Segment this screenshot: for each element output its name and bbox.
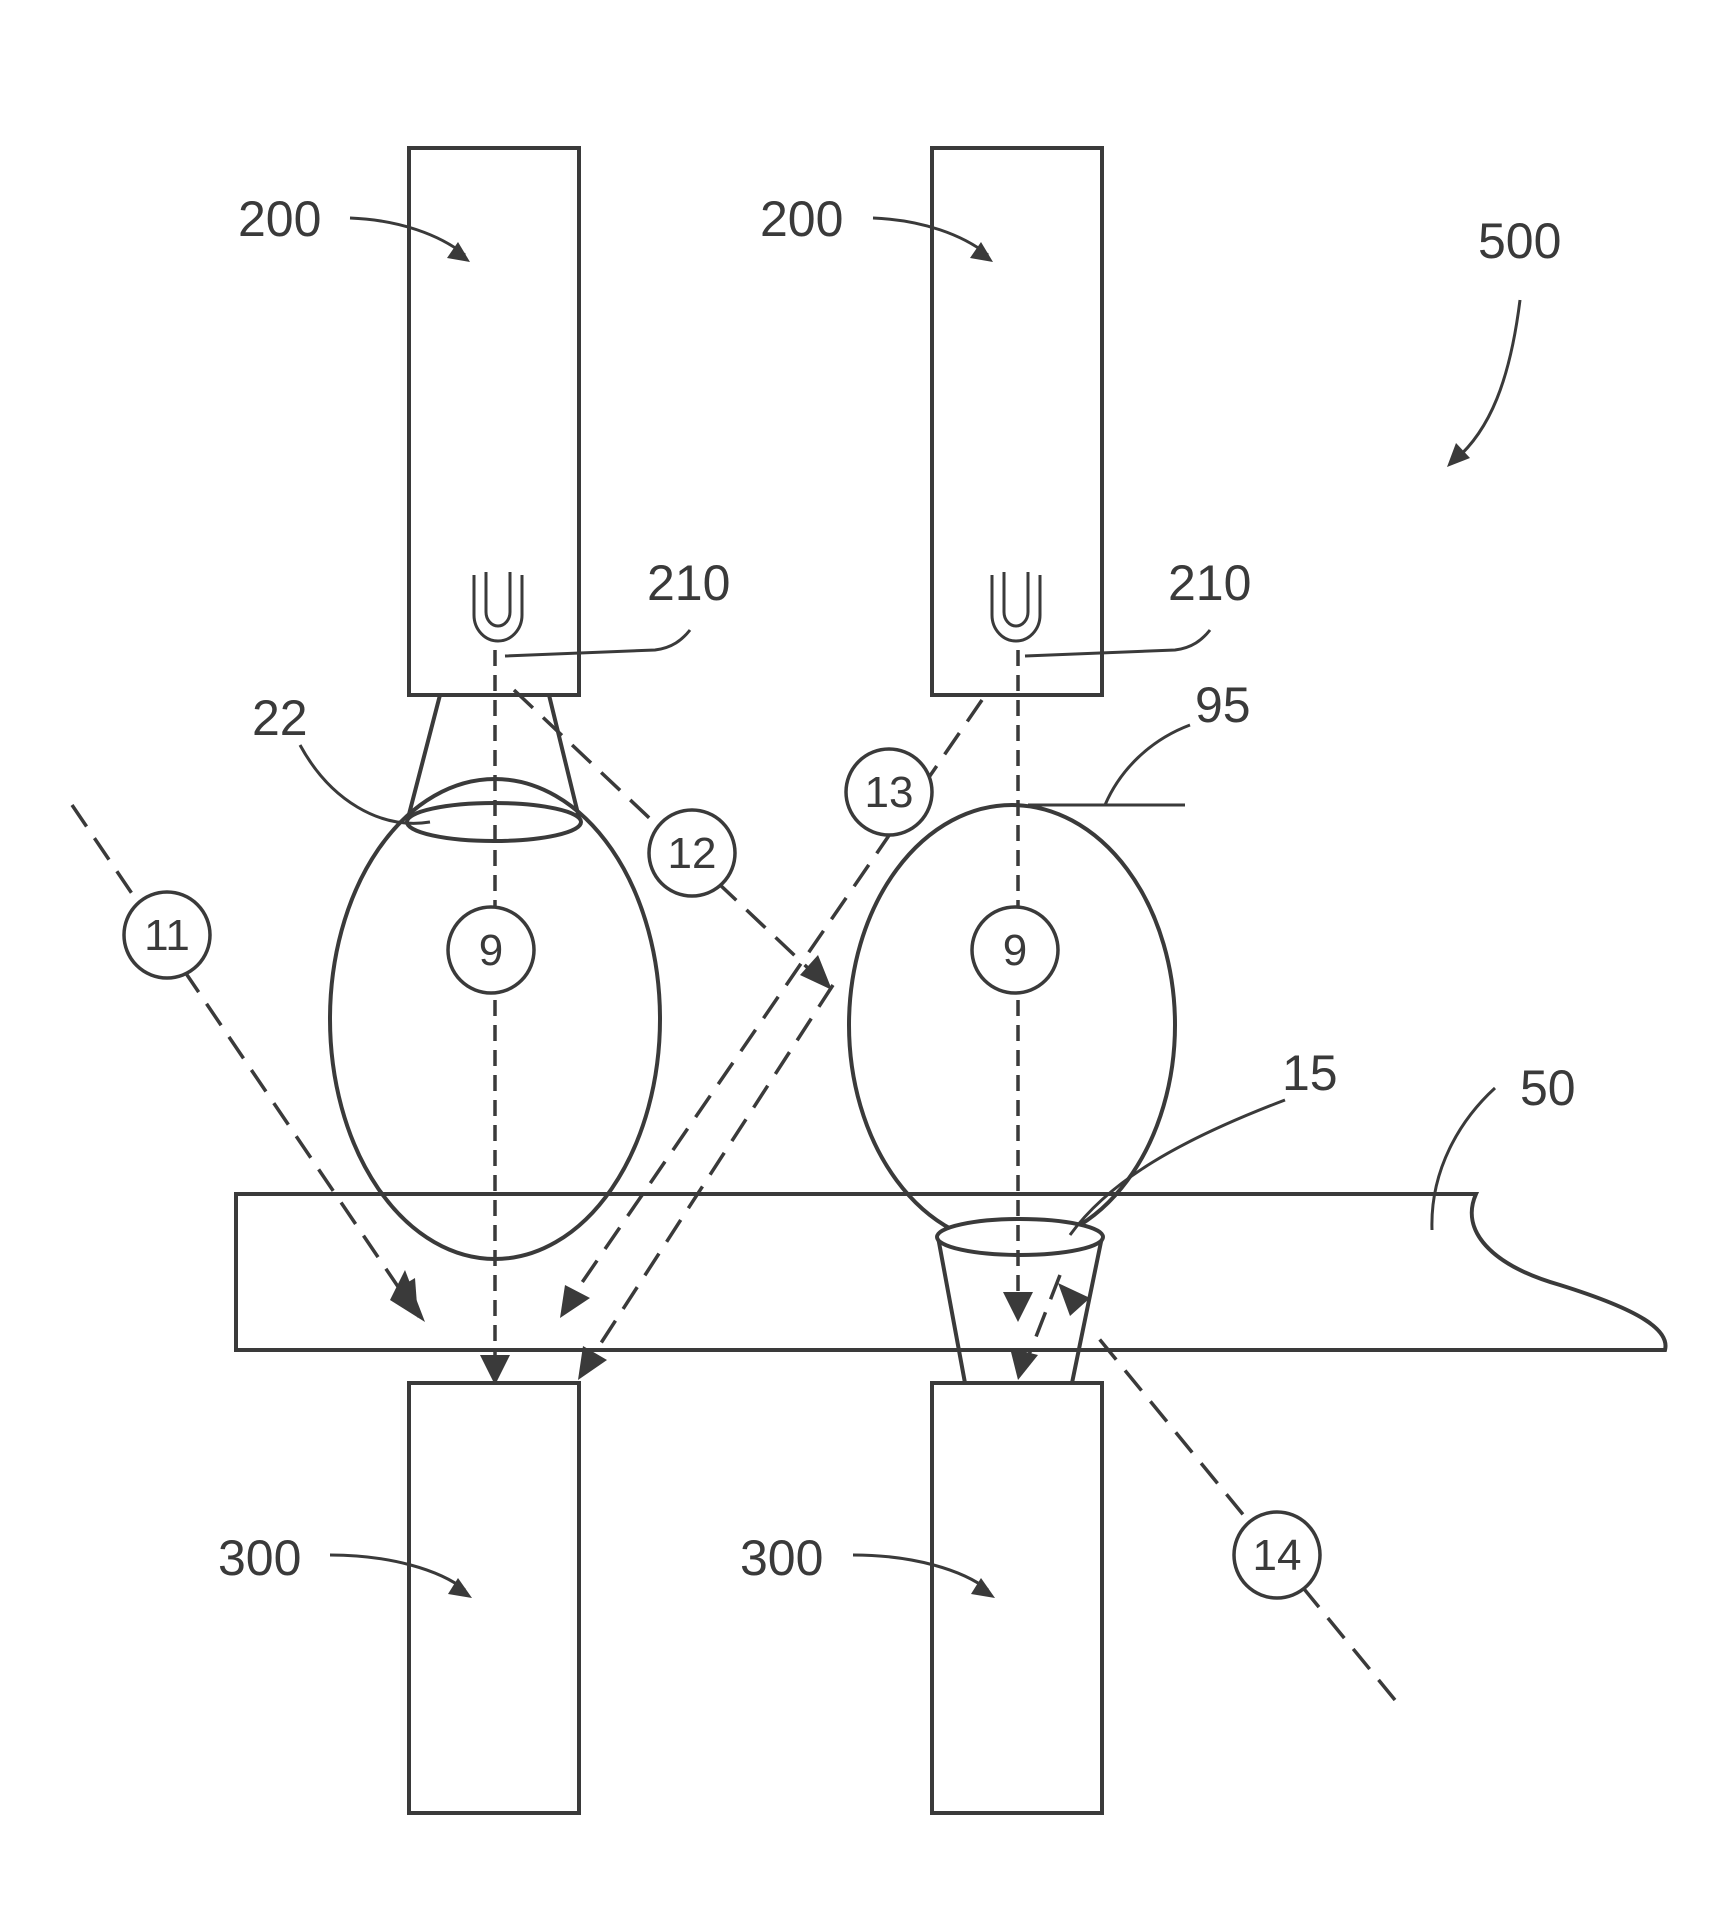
leader-210-right: [1025, 630, 1210, 656]
axis-arrow-right: [1003, 1292, 1033, 1322]
arrow-11-head: [390, 1270, 425, 1322]
bubble-14: 14: [1234, 1512, 1320, 1598]
label-300-right: 300: [740, 1530, 823, 1586]
leader-95-curve: [1105, 725, 1190, 805]
label-50: 50: [1520, 1060, 1576, 1116]
leader-210-left: [505, 630, 690, 656]
bubble-9-right: 9: [972, 907, 1058, 993]
arrow-14b: [1010, 1348, 1038, 1380]
path-11: [72, 805, 405, 1297]
arrow-13a: [560, 1285, 590, 1318]
sensor-left: [474, 572, 522, 641]
label-95: 95: [1195, 677, 1251, 733]
leader-500: [1455, 300, 1520, 460]
label-200-right: 200: [760, 191, 843, 247]
bubble-13-text: 13: [865, 768, 914, 817]
bubble-14-text: 14: [1253, 1531, 1302, 1580]
leader-300-left: [330, 1555, 465, 1590]
bubble-9-left-text: 9: [479, 926, 503, 975]
bubble-12: 12: [649, 810, 735, 896]
label-200-left: 200: [238, 191, 321, 247]
bubble-9-left: 9: [448, 907, 534, 993]
label-300-left: 300: [218, 1530, 301, 1586]
label-210-left: 210: [647, 555, 730, 611]
bubble-9-right-text: 9: [1003, 926, 1027, 975]
bubble-13: 13: [846, 749, 932, 835]
arrow-12: [800, 955, 832, 990]
substrate-plate: [236, 1194, 1666, 1350]
leader-50: [1432, 1088, 1495, 1230]
bubble-11: 11: [124, 892, 210, 978]
path-14: [1096, 1335, 1395, 1700]
label-500: 500: [1478, 213, 1561, 269]
top-block-left: [409, 148, 579, 695]
bottom-block-left: [409, 1383, 579, 1813]
leader-15: [1070, 1100, 1285, 1235]
axis-arrow-left: [480, 1355, 510, 1385]
bubble-12-text: 12: [668, 829, 717, 878]
bottom-block-right: [932, 1383, 1102, 1813]
label-15: 15: [1282, 1045, 1338, 1101]
sensor-right: [992, 572, 1040, 641]
label-210-right: 210: [1168, 555, 1251, 611]
bubble-11-text: 11: [144, 911, 190, 960]
path-13b: [590, 985, 833, 1360]
leader-300-right: [853, 1555, 988, 1590]
label-22: 22: [252, 690, 308, 746]
top-block-right: [932, 148, 1102, 695]
